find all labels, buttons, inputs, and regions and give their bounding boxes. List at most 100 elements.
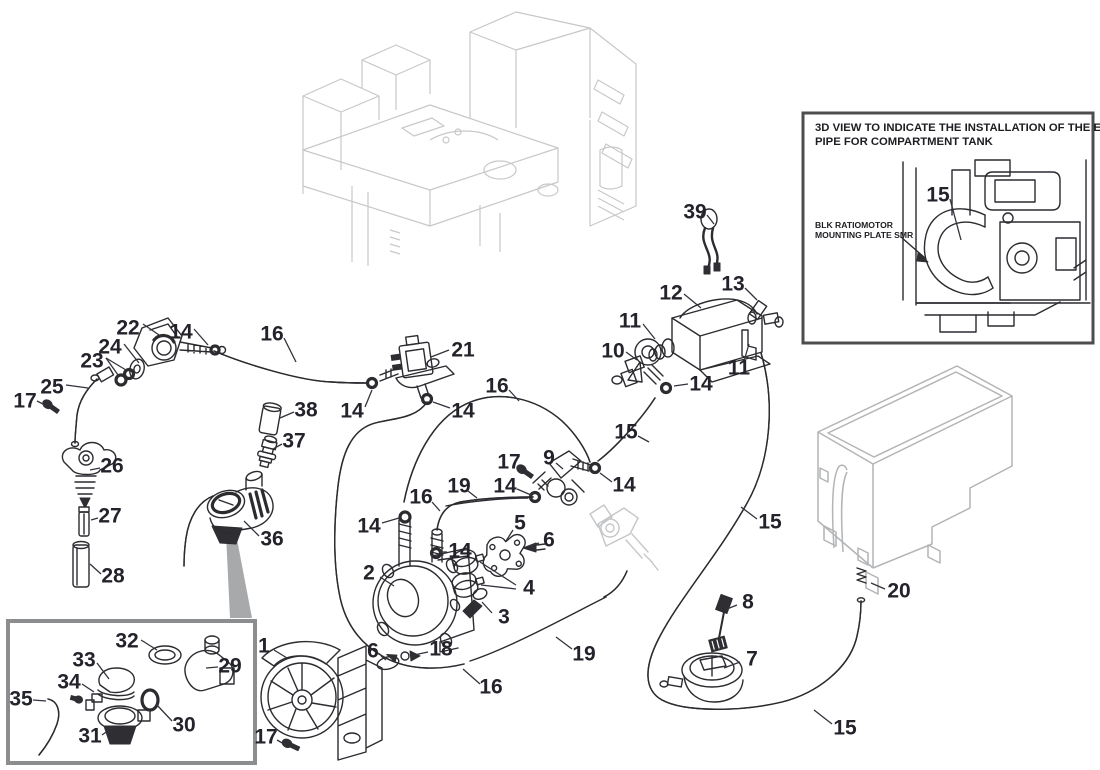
part-label-29-55: 29 — [218, 655, 241, 678]
boiler-2-drawing-segment — [381, 563, 395, 579]
water-tank-drawing-segment — [823, 525, 941, 595]
part-label-20-48: 20 — [887, 580, 910, 603]
screws-6-18-drawing-segment-segment — [386, 654, 398, 663]
pump-12-drawing-segment — [661, 338, 675, 358]
sensor-7-drawing-segment — [681, 652, 743, 688]
leader-line-3 — [481, 601, 493, 614]
part-label-33-50: 33 — [72, 649, 95, 672]
leader-line-17 — [276, 739, 285, 745]
leader-line-14 — [432, 401, 451, 409]
part-label-32-49: 32 — [115, 630, 138, 653]
pump-12-drawing-segment — [671, 317, 763, 371]
inset-3d-drawing — [900, 159, 1091, 333]
sensor-7-drawing-segment — [683, 675, 744, 703]
solenoid-valve-21-drawing-segment — [390, 334, 434, 379]
leader-line-18 — [413, 651, 429, 656]
pump-housing-1-drawing-segment — [343, 732, 361, 744]
detail-inset-box — [6, 619, 257, 765]
steam-valve-group-drawing-segment — [133, 317, 183, 367]
parts-drawing-segment — [856, 597, 866, 603]
connector-8-drawing-segment — [708, 635, 728, 653]
inset-3d-drawing-segment — [974, 159, 1011, 177]
part-label-14-1: 14 — [169, 321, 193, 344]
pump-12-drawing-segment — [679, 298, 758, 319]
solenoid-valve-21-drawing-segment — [426, 358, 440, 368]
chassis-ghost-drawing-segment — [442, 136, 450, 144]
leader-line-11 — [642, 323, 656, 340]
chassis-ghost-drawing-segment — [454, 128, 462, 136]
inset-parts-drawing-segment — [137, 709, 151, 722]
part-label-15-56: 15 — [926, 184, 950, 207]
pump-12-drawing-segment — [620, 355, 645, 388]
inset-3d-drawing-segment — [1006, 242, 1038, 274]
leader-line-14 — [193, 328, 209, 346]
steam-valve-group-drawing-segment — [122, 367, 136, 381]
leader-line-11 — [743, 343, 750, 362]
screws-6-18-drawing-segment — [409, 650, 421, 662]
water-tank-drawing-segment — [817, 432, 874, 569]
part-label-35-52: 35 — [9, 688, 33, 711]
knob-26-27-28-drawing-segment — [78, 511, 90, 537]
part-label-17-27: 17 — [497, 451, 520, 474]
inset-3d-drawing-segment — [999, 221, 1081, 301]
part-label-26-9: 26 — [100, 455, 123, 478]
leader-line-23 — [105, 357, 127, 371]
boiler-2-drawing-segment — [398, 519, 411, 567]
leader-line-30 — [155, 703, 173, 722]
inset-3d-title-line2: PIPE FOR COMPARTMENT TANK — [815, 136, 994, 148]
leader-line-8 — [726, 604, 738, 610]
leader-line-1 — [273, 649, 288, 659]
part-label-14-14: 14 — [340, 400, 364, 423]
part-label-16-16: 16 — [485, 375, 508, 398]
part-label-36-12: 36 — [260, 528, 283, 551]
bracket-5-drawing-segment-segment — [489, 543, 496, 551]
leader-line-12 — [683, 293, 702, 309]
knob-26-27-28-drawing — [61, 441, 117, 588]
pump-12-drawing-segment — [659, 381, 673, 395]
thermostats-4-drawing-segment-segment — [475, 553, 485, 563]
inset-parts-drawing-segment — [148, 645, 182, 665]
leader-line-16 — [462, 668, 481, 685]
screws-6-18-drawing-segment — [536, 543, 546, 551]
inset-3d-drawing-segment — [994, 179, 1036, 203]
ghost-injector-drawing-segment — [589, 504, 659, 571]
steam-valve-group-drawing-segment — [90, 374, 100, 382]
pump-12-drawing-segment-segment — [624, 355, 645, 374]
leader-line-10 — [625, 351, 638, 361]
pump-12-drawing-segment — [611, 375, 623, 385]
leader-line-17 — [36, 400, 46, 406]
tube-16-arc — [403, 395, 591, 503]
inset-3d-drawing-segment — [900, 236, 926, 259]
leader-line-24 — [123, 343, 140, 364]
solenoid-valve-21-drawing-segment — [420, 392, 434, 406]
y-fitting-9-drawing-segment-segment — [522, 468, 534, 479]
parts-drawing-segment — [213, 350, 367, 384]
ghost-injector-drawing-segment-segment — [589, 504, 659, 571]
part-label-8-45: 8 — [742, 591, 754, 614]
connector-8-drawing-segment-segment — [711, 638, 725, 650]
boiler-2-drawing-segment — [398, 510, 412, 524]
leader-line-26 — [89, 467, 101, 471]
connector-8-drawing-segment — [718, 611, 725, 639]
part-label-14-23: 14 — [689, 373, 713, 396]
part-label-24-2: 24 — [98, 336, 122, 359]
leader-line-15 — [813, 709, 833, 725]
leader-line-14 — [673, 383, 689, 387]
parts-drawing-segment — [436, 496, 534, 531]
pump-housing-1-drawing-segment — [337, 645, 383, 761]
part-label-34-51: 34 — [57, 671, 81, 694]
pump-housing-1-drawing-segment — [281, 738, 301, 752]
screw-3-drawing-segment — [472, 588, 488, 600]
inset-3d-drawing-segment — [1055, 237, 1077, 271]
part-label-22-0: 22 — [116, 317, 139, 340]
leader-line-25 — [65, 384, 89, 389]
chassis-ghost-drawing-segment — [401, 117, 445, 137]
sensor-7-drawing-segment — [666, 675, 684, 688]
chassis-ghost-drawing-segment — [589, 27, 637, 227]
pump-12-drawing-segment — [699, 329, 771, 383]
thermal-fuse-39-drawing-segment — [703, 265, 711, 275]
knob-26-27-28-drawing-segment — [78, 450, 94, 466]
leader-line-14 — [381, 517, 400, 524]
bracket-5-drawing-segment-segment — [513, 539, 521, 546]
pump-housing-1-drawing-segment — [297, 695, 307, 705]
